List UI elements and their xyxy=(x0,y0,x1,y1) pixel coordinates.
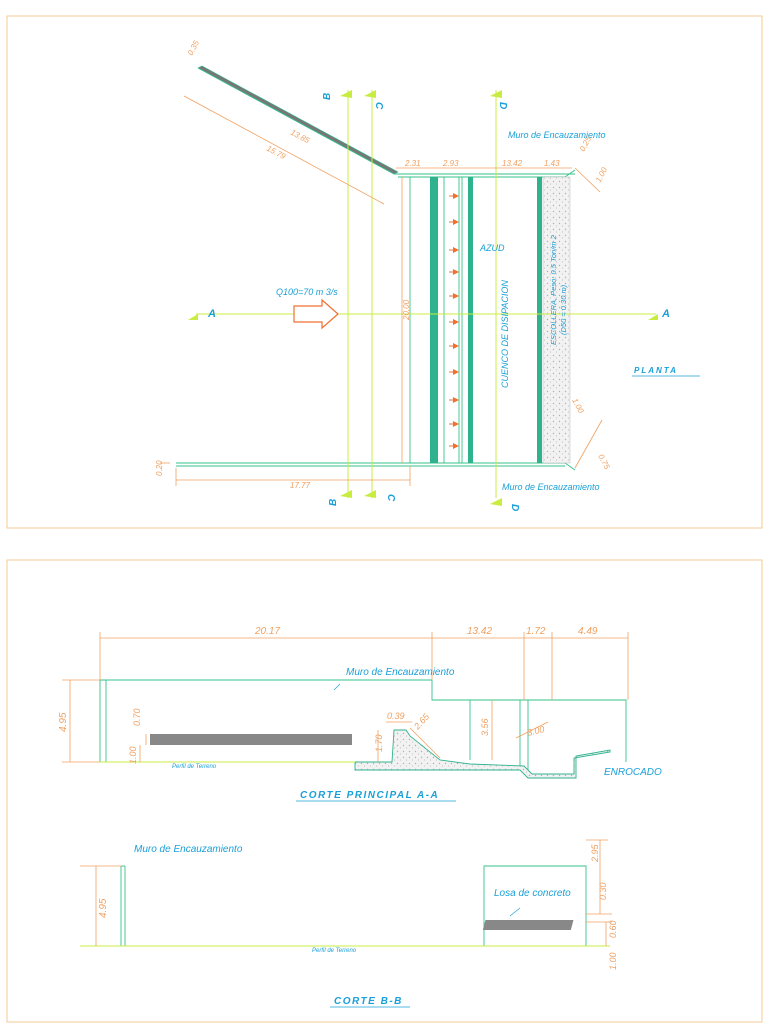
section-a-left-label: A xyxy=(207,308,216,320)
aa-dim-3-56: 3.56 xyxy=(480,718,490,736)
wall-bottom-label: Muro de Encauzamiento xyxy=(502,482,600,492)
dim-17-77: 17.77 xyxy=(290,481,311,490)
bb-dim-4-95: 4.95 xyxy=(98,898,109,918)
dim-1-00-top: 1.00 xyxy=(594,165,610,183)
basin-label: CUENCO DE DISIPACION xyxy=(500,280,510,388)
bb-dim-2-95: 2.95 xyxy=(590,843,600,863)
dim-15-79: 15.79 xyxy=(265,144,287,162)
aa-dim-13-42: 13.42 xyxy=(467,626,492,637)
wall-top-label: Muro de Encauzamiento xyxy=(508,130,606,140)
bb-dimension-lines xyxy=(80,839,612,946)
aa-dim-4-95: 4.95 xyxy=(58,712,69,732)
aa-dim-0-70: 0.70 xyxy=(132,708,142,726)
bb-dim-0-30: 0.30 xyxy=(598,882,608,900)
bb-slab-label: Losa de concreto xyxy=(494,888,571,899)
riprap-label-2: (D50 = 0.30 m) xyxy=(559,284,568,335)
section-aa: 20.17 13.42 1.72 4.49 4.95 0.70 1.00 0.3… xyxy=(58,626,662,802)
aa-dim-2-65: 2.65 xyxy=(411,711,431,732)
section-a-right-label: A xyxy=(661,308,670,320)
section-c-top-label: C xyxy=(373,102,384,110)
aa-dim-1-00: 1.00 xyxy=(128,746,138,764)
aa-dim-1-72: 1.72 xyxy=(526,626,546,637)
aa-weir-body xyxy=(354,729,611,779)
dim-13-85: 13.85 xyxy=(289,128,311,146)
bb-title: CORTE B-B xyxy=(334,996,403,1007)
section-b-bottom-label: B xyxy=(328,499,339,506)
basin-wall xyxy=(468,177,473,463)
aa-dim-20-17: 20.17 xyxy=(254,626,280,637)
riprap-label-1: ESCOLLERA, Peso: 0.5 Ton/m 2 xyxy=(549,234,558,345)
aa-dimension-lines xyxy=(62,632,629,763)
bb-slab xyxy=(482,920,574,930)
bb-dim-0-60: 0.60 xyxy=(608,920,618,938)
plan-view: A A B C D B C D Q100=70 m 3/s AZUD CUENC… xyxy=(155,38,700,511)
riprap-area xyxy=(542,176,571,464)
bb-wall-label: Muro de Encauzamiento xyxy=(134,844,243,855)
aa-terrain-label: Perfil de Terreno xyxy=(172,764,217,770)
section-d-bottom-label: D xyxy=(509,504,520,511)
dim-13-42: 13.42 xyxy=(502,159,523,168)
dim-2-93: 2.93 xyxy=(442,159,459,168)
azud-crest-wall xyxy=(430,177,438,463)
dim-1-00-bottom: 1.00 xyxy=(570,397,586,415)
dim-0-20: 0.20 xyxy=(155,460,164,476)
aa-wall-label: Muro de Encauzamiento xyxy=(346,667,455,678)
flow-arrow xyxy=(293,298,339,330)
section-d-top-label: D xyxy=(497,102,508,109)
section-markers xyxy=(188,90,658,506)
dim-0-75: 0.75 xyxy=(596,453,612,471)
aa-riprap-label: ENROCADO xyxy=(604,767,662,778)
flow-label: Q100=70 m 3/s xyxy=(276,287,338,297)
bb-terrain-label: Perfil de Terreno xyxy=(312,948,357,954)
aa-dim-0-39: 0.39 xyxy=(387,711,405,721)
plan-frame xyxy=(6,15,763,529)
dim-20-00: 20.00 xyxy=(402,299,411,321)
dim-0-35: 0.35 xyxy=(186,38,202,56)
aa-dim-1-70: 1.70 xyxy=(374,734,384,752)
flow-marks xyxy=(449,193,459,449)
section-bb: 4.95 2.95 0.30 0.60 1.00 Muro de Encauza… xyxy=(80,839,618,1008)
section-c-bottom-label: C xyxy=(385,494,396,502)
end-sill-wall xyxy=(537,177,542,463)
section-b-top-label: B xyxy=(322,93,333,100)
sections-frame xyxy=(6,559,763,1023)
bb-dim-1-00: 1.00 xyxy=(608,952,618,970)
aa-dim-4-49: 4.49 xyxy=(578,626,598,637)
aa-title: CORTE PRINCIPAL A-A xyxy=(300,790,439,801)
aa-slab xyxy=(150,734,352,745)
plan-dimension-lines xyxy=(160,95,603,486)
aa-dim-3-00: 3.00 xyxy=(526,724,545,738)
azud-label: AZUD xyxy=(479,243,505,253)
dim-1-43: 1.43 xyxy=(544,159,560,168)
plan-title: PLANTA xyxy=(634,366,678,375)
dim-2-31: 2.31 xyxy=(404,159,421,168)
